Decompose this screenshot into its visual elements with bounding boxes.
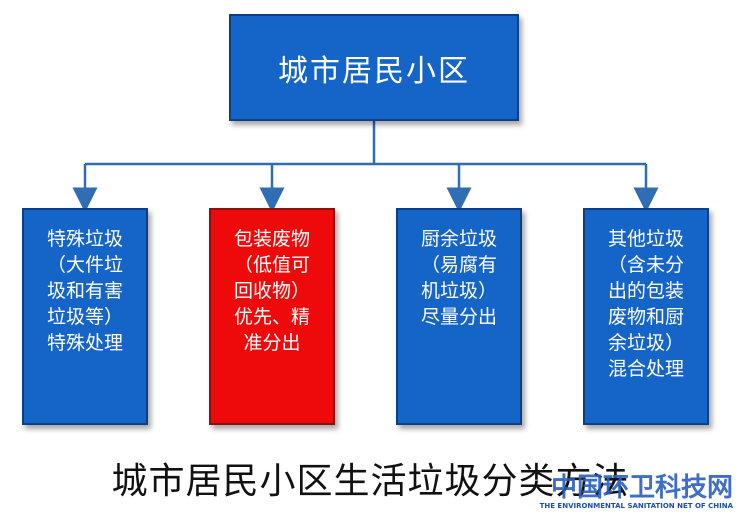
root-label: 城市居民小区 [278, 53, 470, 89]
watermark-logo: 中国环卫科技网 THE ENVIRONMENTAL SANITATION NET… [540, 474, 733, 510]
category-kitchen-waste: 厨余垃圾 （易腐有 机垃圾） 尽量分出 [396, 208, 522, 425]
diagram-caption: 城市居民小区生活垃圾分类方法 [111, 461, 630, 502]
category-special-waste: 特殊垃圾 （大件垃 圾和有害 垃圾等） 特殊处理 [22, 208, 148, 425]
watermark-main-text: 中国环卫科技网 [550, 473, 733, 503]
category-packaging-waste: 包装废物 （低值可 回收物） 优先、精 准分出 [209, 208, 335, 425]
watermark-sub-text: THE ENVIRONMENTAL SANITATION NET OF CHIN… [539, 502, 733, 510]
root-node: 城市居民小区 [229, 14, 519, 121]
category-other-waste: 其他垃圾 （含未分 出的包装 废物和厨 余垃圾） 混合处理 [583, 208, 709, 425]
